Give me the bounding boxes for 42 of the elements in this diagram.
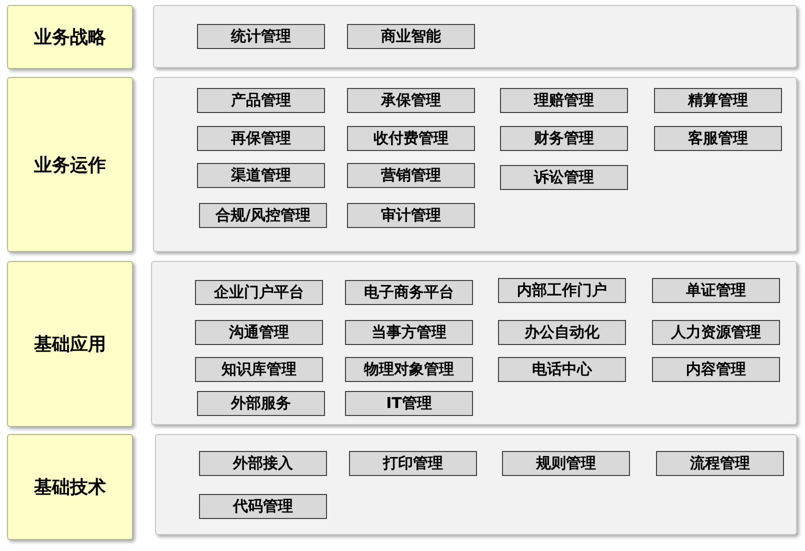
module-box: 诉讼管理 xyxy=(500,165,628,190)
module-box: 办公自动化 xyxy=(498,320,626,345)
group-panel xyxy=(151,261,797,425)
module-box: 商业智能 xyxy=(347,24,475,49)
module-box: 企业门户平台 xyxy=(195,280,323,305)
module-box: 审计管理 xyxy=(347,203,475,228)
module-box: 人力资源管理 xyxy=(652,320,780,345)
module-box: 内容管理 xyxy=(652,357,780,382)
module-box: 财务管理 xyxy=(500,126,628,151)
module-box: 流程管理 xyxy=(656,451,784,476)
module-box: 外部接入 xyxy=(199,451,327,476)
module-box: 打印管理 xyxy=(349,451,477,476)
module-box: 客服管理 xyxy=(654,126,782,151)
module-box: 再保管理 xyxy=(197,126,325,151)
module-box: 营销管理 xyxy=(347,163,475,188)
module-box: 单证管理 xyxy=(652,278,780,303)
module-box: 精算管理 xyxy=(654,88,782,113)
module-box: 代码管理 xyxy=(199,494,327,519)
module-box: 承保管理 xyxy=(347,88,475,113)
module-box: IT管理 xyxy=(345,391,473,416)
group-panel xyxy=(155,434,797,535)
module-box: 物理对象管理 xyxy=(345,357,473,382)
module-box: 产品管理 xyxy=(197,88,325,113)
module-box: 外部服务 xyxy=(197,391,325,416)
module-box: 理赔管理 xyxy=(500,88,628,113)
module-box: 当事方管理 xyxy=(345,320,473,345)
group-panel xyxy=(153,5,797,68)
module-box: 沟通管理 xyxy=(195,320,323,345)
module-box: 内部工作门户 xyxy=(498,278,626,303)
module-box: 电话中心 xyxy=(498,357,626,382)
category-box: 基础应用 xyxy=(7,261,133,427)
module-box: 收付费管理 xyxy=(347,126,475,151)
module-box: 规则管理 xyxy=(502,451,630,476)
group-panel xyxy=(153,77,797,252)
module-box: 知识库管理 xyxy=(195,357,323,382)
module-box: 电子商务平台 xyxy=(345,280,473,305)
module-box: 合规/风控管理 xyxy=(199,203,327,228)
category-box: 业务运作 xyxy=(7,77,133,252)
category-box: 业务战略 xyxy=(7,5,133,69)
module-box: 渠道管理 xyxy=(197,163,325,188)
category-box: 基础技术 xyxy=(7,434,133,540)
module-box: 统计管理 xyxy=(197,24,325,49)
